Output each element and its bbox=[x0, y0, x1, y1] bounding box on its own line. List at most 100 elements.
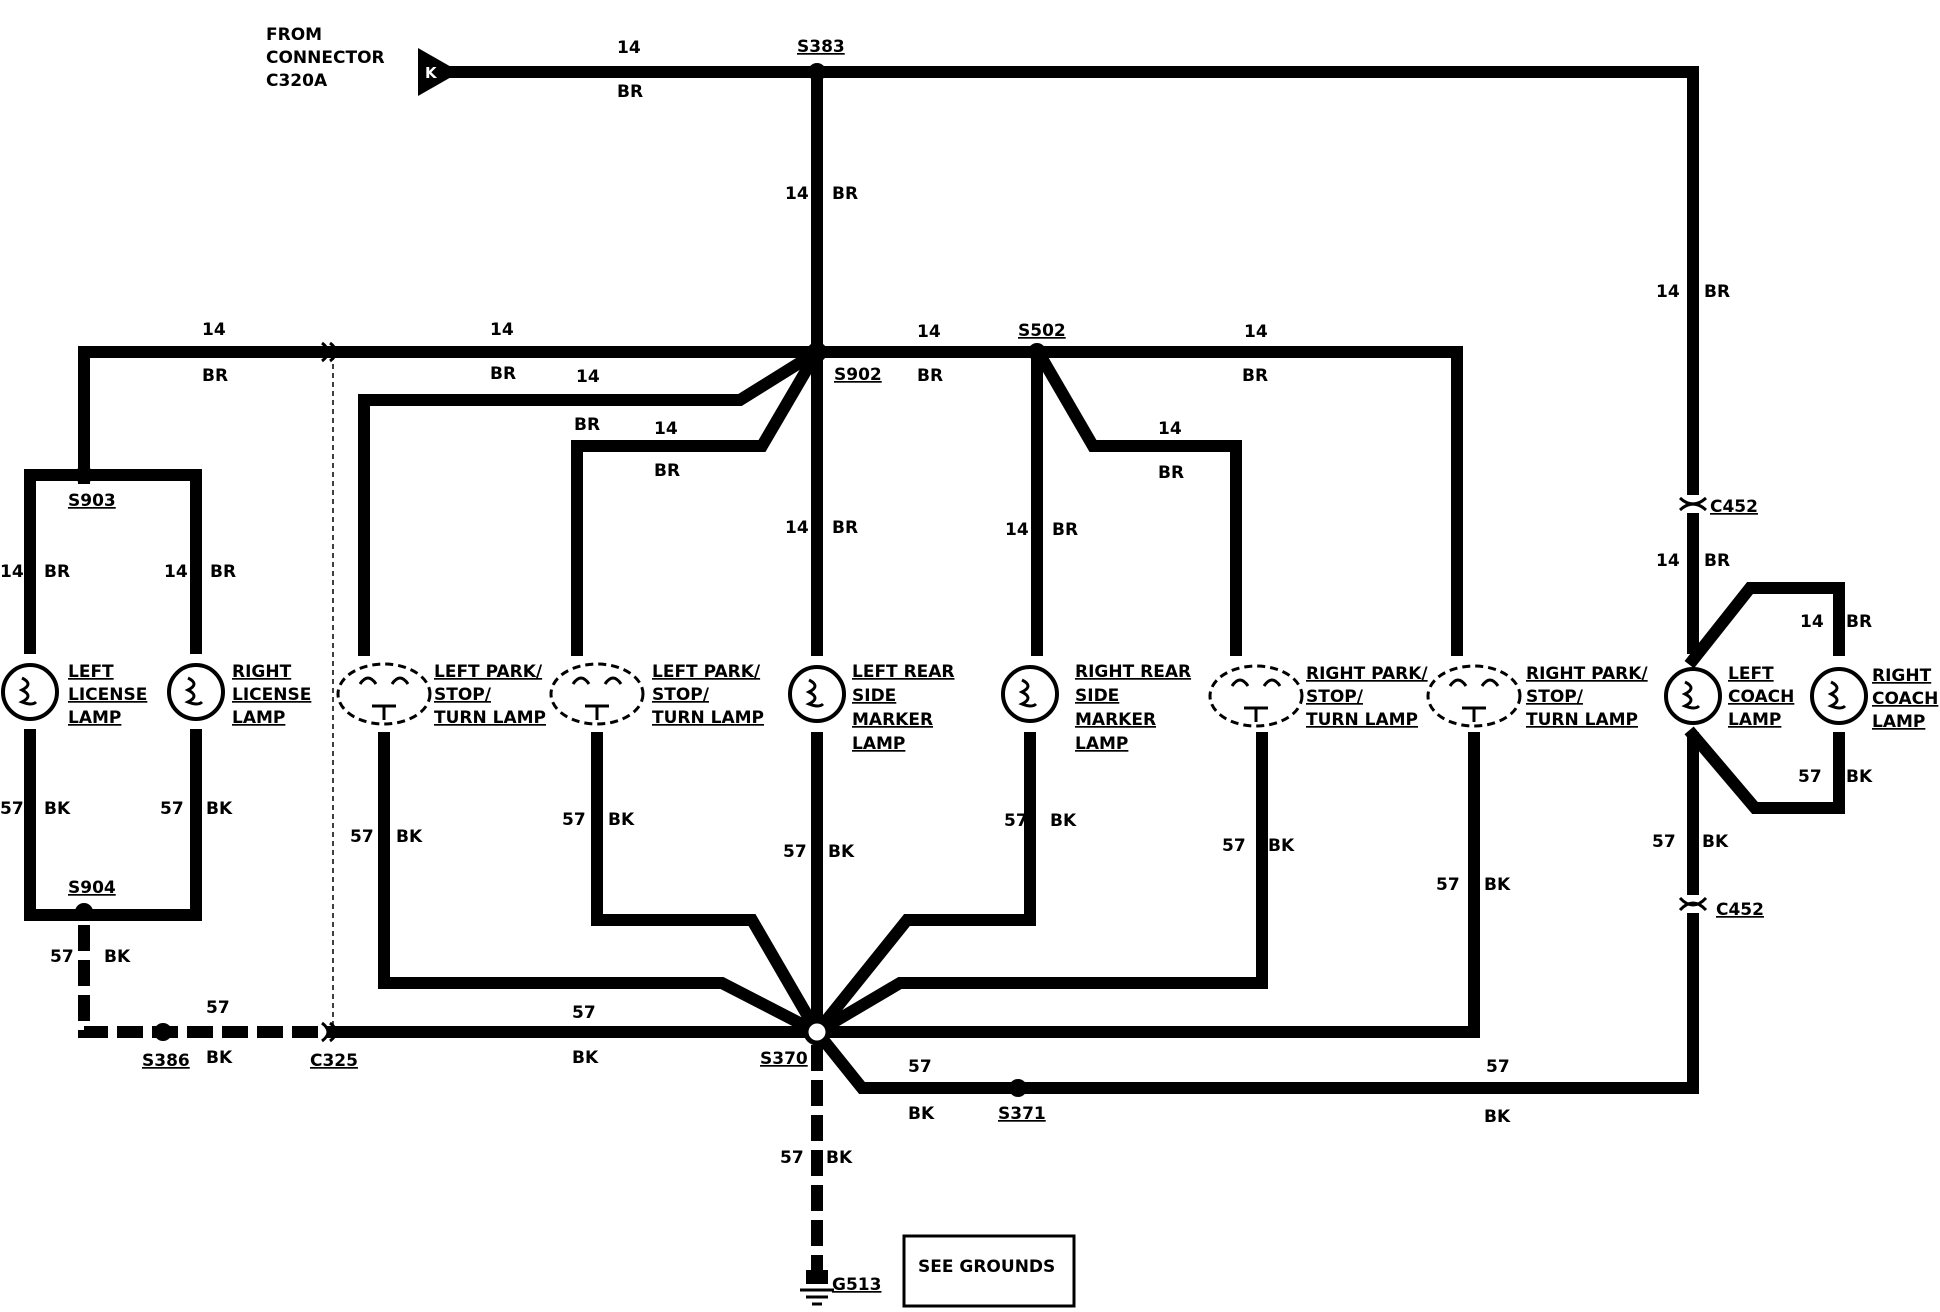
label-c325: C325 bbox=[310, 1051, 358, 1071]
wire-color: BK bbox=[1268, 836, 1295, 856]
wire-color: BK bbox=[396, 827, 423, 847]
splice-s904 bbox=[75, 903, 93, 921]
right-park-1-label-2: STOP/ bbox=[1306, 687, 1364, 707]
left-coach-label-1: LEFT bbox=[1728, 664, 1774, 684]
left-rear-side-marker-icon bbox=[788, 665, 846, 723]
left-license-label-1: LEFT bbox=[68, 662, 114, 682]
wire-num: 57 bbox=[0, 799, 24, 819]
right-park-1-label-1: RIGHT PARK/ bbox=[1306, 664, 1428, 684]
splice-labels: S383 S902 S502 S903 S904 S386 S370 S371 bbox=[68, 37, 1066, 1124]
right-rear-side-label-2: SIDE bbox=[1075, 686, 1119, 706]
wire-num: 14 bbox=[1158, 419, 1182, 439]
wire-num: 57 bbox=[1436, 875, 1460, 895]
splice-s502 bbox=[1028, 343, 1046, 361]
splice-s386 bbox=[154, 1023, 172, 1041]
label-s902: S902 bbox=[834, 365, 882, 385]
right-license-lamp-icon bbox=[167, 663, 225, 721]
wire-num: 57 bbox=[1222, 836, 1246, 856]
wire-color: BR bbox=[1242, 366, 1268, 386]
right-coach-ground bbox=[1684, 726, 1845, 814]
wire-color: BR bbox=[574, 415, 600, 435]
left-license-lamp-icon bbox=[1, 663, 59, 721]
splice-s383 bbox=[808, 63, 826, 81]
wire-color: BK bbox=[908, 1104, 935, 1124]
right-rear-side-label-3: MARKER bbox=[1075, 710, 1156, 730]
wire-color: BR bbox=[1052, 520, 1078, 540]
wire-num: 14 bbox=[785, 184, 809, 204]
splice-s370 bbox=[803, 1018, 831, 1046]
label-s386: S386 bbox=[142, 1051, 190, 1071]
wire-color: BR bbox=[917, 366, 943, 386]
wire-num: 57 bbox=[562, 810, 586, 830]
wire-num: 57 bbox=[350, 827, 374, 847]
c325-bottom-chevron-2 bbox=[329, 1021, 338, 1043]
wire-num: 14 bbox=[0, 562, 24, 582]
splice-s903 bbox=[75, 466, 93, 484]
wire-num: 14 bbox=[654, 419, 678, 439]
label-s903: S903 bbox=[68, 491, 116, 511]
right-coach-label-1: RIGHT bbox=[1872, 666, 1932, 686]
left-park-1-label-3: TURN LAMP bbox=[434, 708, 546, 728]
wire-color: BK bbox=[608, 810, 635, 830]
license-feed-wire bbox=[24, 469, 202, 654]
wire-num: 57 bbox=[572, 1003, 596, 1023]
wire-color: BK bbox=[104, 947, 131, 967]
label-c452-bottom: C452 bbox=[1716, 900, 1764, 920]
right-park-1-ground bbox=[808, 732, 1268, 1041]
left-park-2-label-3: TURN LAMP bbox=[652, 708, 764, 728]
label-s371: S371 bbox=[998, 1104, 1046, 1124]
wire-num: 14 bbox=[1656, 551, 1680, 571]
wire-color: BR bbox=[1158, 463, 1184, 483]
left-coach-label-2: COACH bbox=[1728, 687, 1794, 707]
right-park-2-ground bbox=[811, 732, 1480, 1038]
right-park-lamp-2-icon bbox=[1426, 664, 1522, 728]
splice-dots bbox=[75, 63, 1046, 1097]
wire-num: 14 bbox=[164, 562, 188, 582]
left-license-label-2: LICENSE bbox=[68, 685, 147, 705]
source-line-3: C320A bbox=[266, 71, 328, 91]
left-park-1-label-2: STOP/ bbox=[434, 685, 492, 705]
wire-num: 14 bbox=[1005, 520, 1029, 540]
left-rear-side-label-3: MARKER bbox=[852, 710, 933, 730]
wire-color: BR bbox=[1846, 612, 1872, 632]
right-park-1-label-3: TURN LAMP bbox=[1306, 710, 1418, 730]
left-park-2-label-2: STOP/ bbox=[652, 685, 710, 705]
wire-num: 57 bbox=[783, 842, 807, 862]
wire-color: BR bbox=[202, 366, 228, 386]
wire-num: 14 bbox=[917, 322, 941, 342]
wire-num: 14 bbox=[1656, 282, 1680, 302]
source-line-2: CONNECTOR bbox=[266, 48, 385, 68]
source-labels: FROM CONNECTOR C320A bbox=[266, 25, 385, 91]
wire-color: BR bbox=[1704, 551, 1730, 571]
right-coach-feed bbox=[1684, 582, 1845, 669]
label-s904: S904 bbox=[68, 878, 116, 898]
label-g513: G513 bbox=[832, 1275, 881, 1295]
wire-num: 57 bbox=[1652, 832, 1676, 852]
right-rear-side-ground bbox=[808, 732, 1036, 1041]
bk-wire-labels: 57 BK 57 BK 57 BK 57 BK 57 BK 57 BK 57 B… bbox=[0, 767, 1873, 1168]
wire-num: 57 bbox=[206, 998, 230, 1018]
right-park-2-label-2: STOP/ bbox=[1526, 687, 1584, 707]
wire-num: 57 bbox=[160, 799, 184, 819]
wire-color: BK bbox=[44, 799, 71, 819]
ground-symbol bbox=[800, 1270, 834, 1306]
c452-bottom-symbol bbox=[1678, 896, 1708, 912]
wire-num: 57 bbox=[780, 1148, 804, 1168]
br-wires bbox=[24, 66, 1845, 669]
right-coach-label-3: LAMP bbox=[1872, 712, 1925, 732]
c452-top-symbol bbox=[1678, 496, 1708, 512]
bus-wire-14br bbox=[78, 346, 1463, 656]
source-pin-label: K bbox=[425, 64, 438, 82]
connector-labels: C325 C452 C452 G513 bbox=[310, 497, 1764, 1295]
left-park-2-ground bbox=[591, 732, 826, 1041]
see-grounds-label: SEE GROUNDS bbox=[918, 1257, 1055, 1277]
wire-num: 57 bbox=[1486, 1057, 1510, 1077]
splice-s371 bbox=[1009, 1079, 1027, 1097]
wire-color: BK bbox=[1484, 1107, 1511, 1127]
connector-symbols: K bbox=[321, 48, 1708, 1043]
left-coach-lamp-icon bbox=[1664, 667, 1722, 725]
feed-wire-top bbox=[449, 66, 1699, 504]
wire-num: 14 bbox=[617, 38, 641, 58]
see-grounds-box bbox=[902, 1234, 1076, 1308]
